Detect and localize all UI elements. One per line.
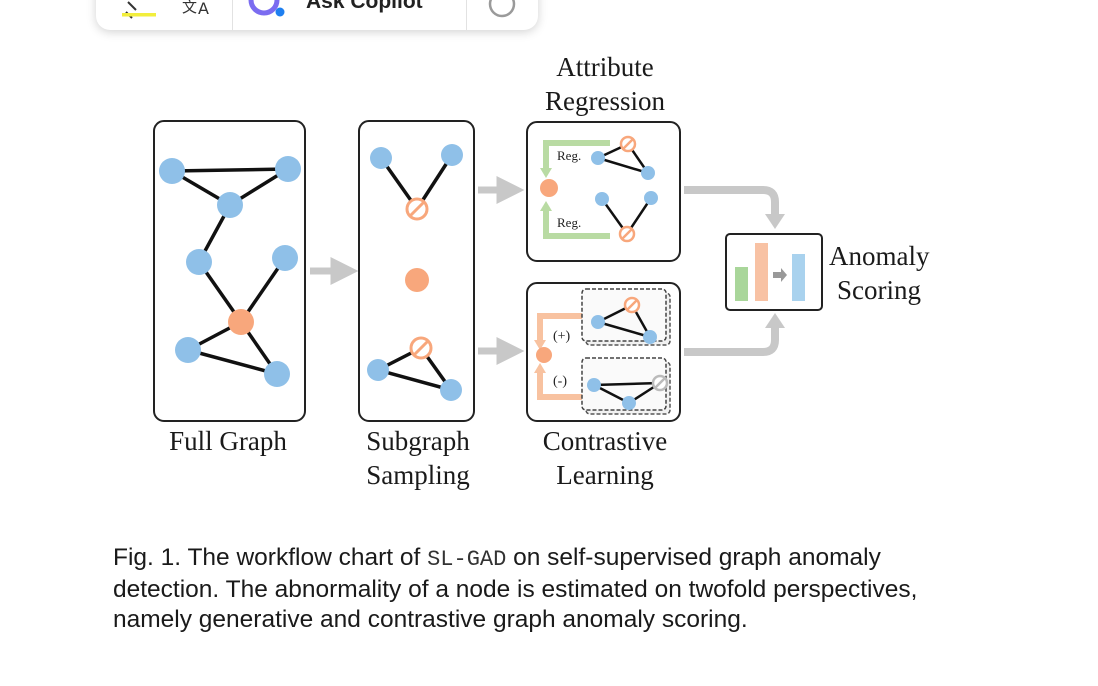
ask-copilot-label: Ask Copilot	[306, 0, 423, 13]
copilot-logo-icon	[248, 0, 285, 17]
masked-target-node	[619, 135, 637, 153]
graph-node	[217, 192, 243, 218]
ask-copilot-button[interactable]: Ask Copilot	[242, 0, 462, 30]
full-graph-label: Full Graph	[169, 426, 287, 456]
graph-node	[440, 379, 462, 401]
attribute-label-line2: Regression	[545, 86, 665, 116]
highlight-swatch	[122, 13, 162, 17]
reg-label: Reg.	[557, 148, 581, 163]
reg-label: Reg.	[557, 215, 581, 230]
graph-node	[272, 245, 298, 271]
graph-node	[159, 158, 185, 184]
anomaly-label-line1: Anomaly	[829, 241, 930, 271]
full-graph-panel	[153, 120, 306, 422]
combine-arrow-icon	[773, 268, 787, 282]
attribute-label-line1: Attribute	[556, 52, 653, 82]
graph-node	[591, 151, 605, 165]
target-node	[540, 179, 558, 197]
negative-pair-label: (-)	[553, 374, 567, 389]
graph-node	[595, 192, 609, 206]
full-graph-nodes	[159, 156, 301, 387]
svg-text:文: 文	[182, 0, 197, 16]
caption-suffix: on self-supervised graph anomaly detecti…	[113, 544, 918, 633]
target-node	[228, 309, 254, 335]
toolbar-divider	[232, 0, 233, 30]
graph-node	[641, 166, 655, 180]
loading-ring-icon	[488, 0, 516, 18]
graph-node	[264, 361, 290, 387]
masked-target-node	[405, 197, 429, 221]
target-node	[405, 268, 429, 292]
graph-node	[175, 337, 201, 363]
subgraph-label-line2: Sampling	[366, 460, 470, 490]
masked-target-node	[623, 296, 641, 314]
score-bar-green	[735, 267, 748, 301]
graph-node	[367, 359, 389, 381]
flow-arrow	[684, 322, 779, 356]
graph-node	[275, 156, 301, 182]
graph-node	[622, 396, 636, 410]
masked-target-node	[409, 336, 433, 360]
highlighter-icon	[122, 1, 162, 19]
graph-node	[186, 249, 212, 275]
graph-node	[587, 378, 601, 392]
toolbar-divider	[466, 0, 467, 30]
highlight-button[interactable]	[106, 0, 162, 30]
subgraph-label-line1: Subgraph	[366, 426, 470, 456]
flow-arrow	[684, 186, 779, 220]
graph-node	[441, 144, 463, 166]
graph-node	[591, 315, 605, 329]
graph-node	[370, 147, 392, 169]
graph-node	[644, 191, 658, 205]
masked-target-node	[618, 225, 636, 243]
anomaly-scoring-box	[725, 233, 823, 311]
anomaly-label-line2: Scoring	[837, 275, 921, 305]
score-bar-blue	[792, 254, 805, 301]
subgraph-panel	[358, 120, 475, 422]
svg-text:A: A	[198, 0, 209, 18]
translate-button[interactable]: 文 A	[176, 0, 222, 30]
contrastive-label-line1: Contrastive	[543, 426, 667, 456]
graph-node	[643, 330, 657, 344]
caption-method-name: SL-GAD	[427, 547, 507, 572]
figure-caption: Fig. 1. The workflow chart of SL-GAD on …	[113, 543, 993, 635]
more-button[interactable]	[476, 0, 528, 30]
translate-icon: 文 A	[182, 0, 209, 18]
contrastive-label-line2: Learning	[556, 460, 653, 490]
attribute-regression-panel: Reg. Reg.	[526, 121, 681, 262]
caption-prefix: Fig. 1. The workflow chart of	[113, 544, 428, 571]
target-node	[536, 347, 552, 363]
selection-toolbar: 文 A Ask Copilot	[96, 0, 538, 30]
positive-pair-label: (+)	[553, 329, 571, 344]
masked-node	[651, 374, 669, 392]
contrastive-learning-panel: (+) (-)	[526, 282, 681, 422]
score-bar-orange	[755, 243, 768, 301]
